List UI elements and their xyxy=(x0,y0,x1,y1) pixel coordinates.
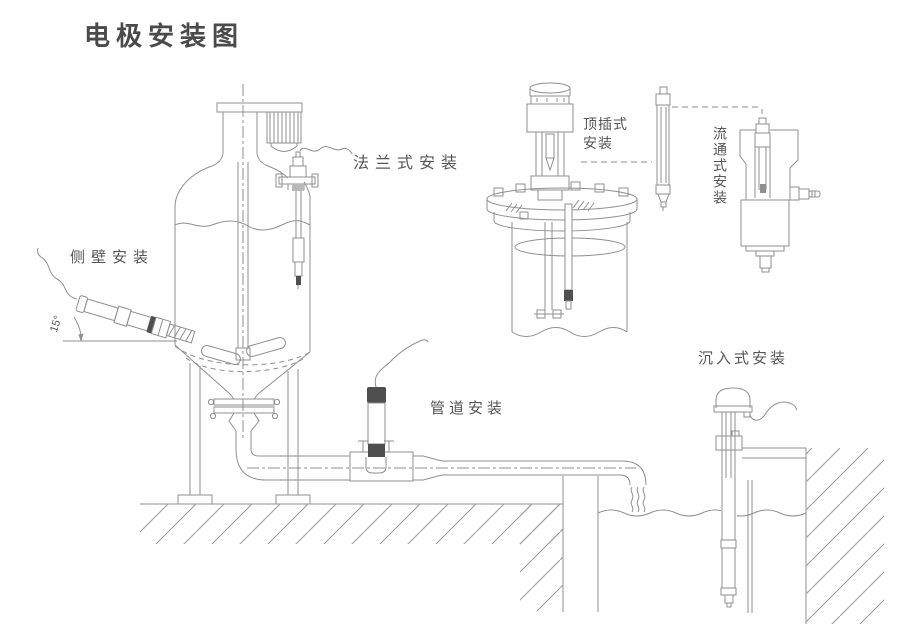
flange-label-leader xyxy=(299,146,353,155)
side-port xyxy=(789,186,800,201)
agitator-motor xyxy=(266,111,302,152)
discharge-flow xyxy=(630,486,646,513)
label-flange-installation: 法兰式安装 xyxy=(353,155,464,172)
side-wall-cable xyxy=(36,247,78,300)
ground-hatch xyxy=(140,476,599,612)
stirrer-blade-right xyxy=(246,337,286,357)
immersion-cable xyxy=(749,401,797,421)
label-flow-through-installation: 流通式安装 xyxy=(712,126,728,206)
label-top-insertion-installation: 顶插式 安装 xyxy=(583,115,628,153)
angle-annotation xyxy=(63,316,177,342)
top-insertion-installation xyxy=(486,82,652,337)
flow-through-installation xyxy=(655,86,821,273)
standalone-electrode xyxy=(655,86,671,211)
outlet-flange xyxy=(207,398,281,420)
immersion-installation xyxy=(713,387,884,624)
flange-electrode xyxy=(275,146,353,289)
probe-rod xyxy=(564,203,573,291)
vessel-cut-bottom xyxy=(511,327,628,337)
mounting-plate xyxy=(486,181,638,232)
tank-legs xyxy=(177,363,311,505)
label-pipeline-installation: 管道安装 xyxy=(430,400,507,417)
junction-dome xyxy=(715,387,751,408)
flow-cell xyxy=(739,117,821,273)
label-side-wall-installation: 侧壁安装 xyxy=(70,249,155,266)
stirrer-blade-left xyxy=(201,345,241,365)
page-title: 电极安装图 xyxy=(84,21,245,51)
pole-clamp xyxy=(715,435,743,451)
label-top-insertion-line1: 顶插式 xyxy=(583,116,628,132)
water-surface xyxy=(597,509,807,517)
pipeline-electrode-cable xyxy=(374,339,429,388)
pipe-reducer-top xyxy=(413,455,647,486)
pipeline-installation xyxy=(235,339,647,513)
side-wall-electrode xyxy=(36,247,196,344)
label-immersion-installation: 沉入式安装 xyxy=(698,350,789,367)
inner-electrode xyxy=(545,133,555,159)
pipeline-electrode xyxy=(367,339,429,457)
pipe-reducer-bottom xyxy=(413,474,631,486)
wall-hatch xyxy=(806,448,884,624)
main-tank xyxy=(174,84,311,505)
label-top-insertion-line2: 安装 xyxy=(583,135,613,151)
